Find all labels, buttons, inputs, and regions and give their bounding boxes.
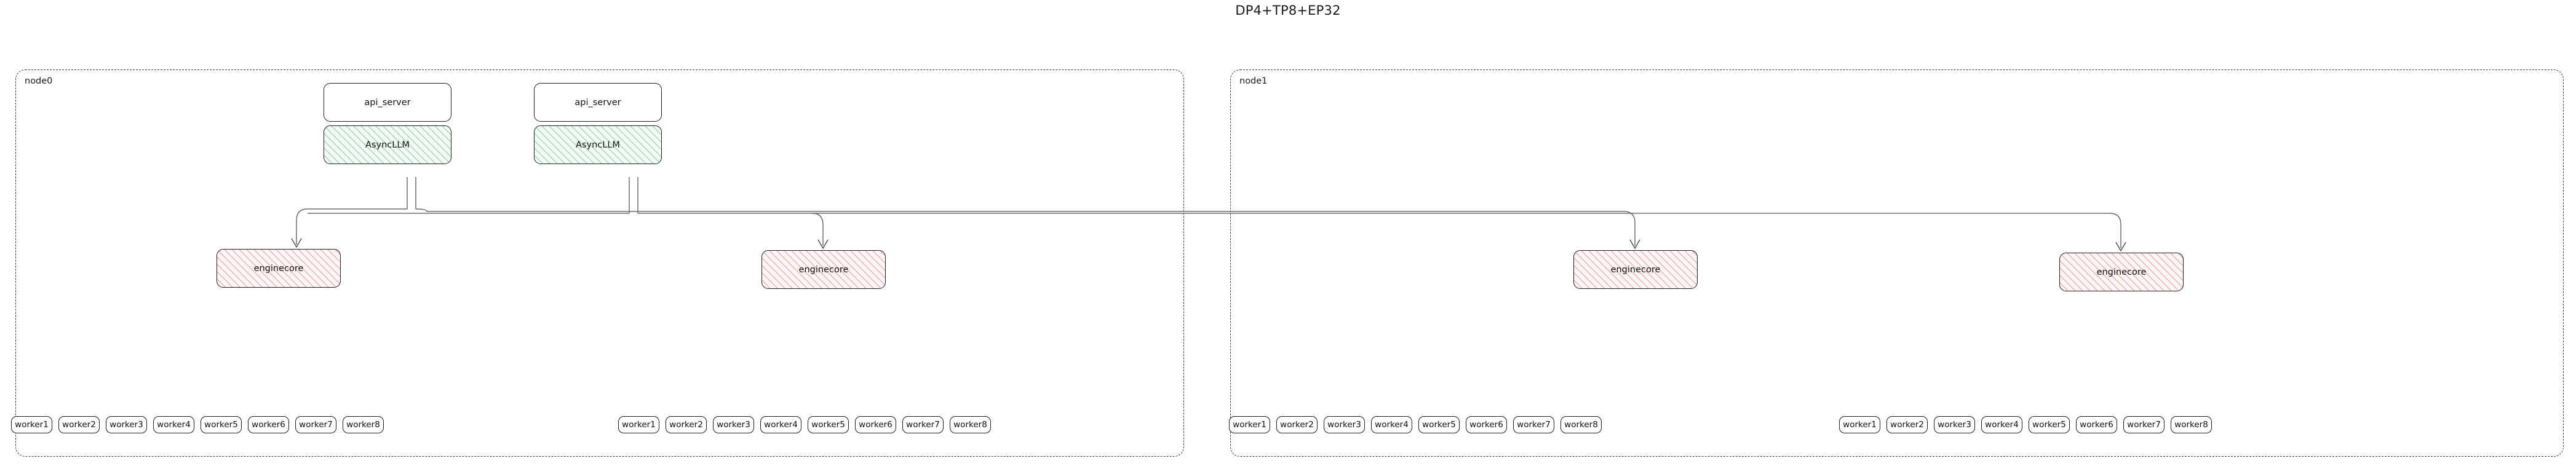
worker-chip[interactable]: worker1 [618, 416, 659, 433]
worker-label: worker2 [669, 420, 703, 430]
node-label-node0: node0 [25, 76, 53, 86]
worker-chip[interactable]: worker2 [666, 416, 707, 433]
asyncllm-label-1: AsyncLLM [576, 140, 620, 150]
worker-chip[interactable]: worker5 [2029, 416, 2070, 433]
enginecore-box-1[interactable]: enginecore [761, 250, 886, 289]
worker-label: worker4 [1985, 420, 2019, 430]
worker-label: worker5 [204, 420, 238, 430]
asyncllm-label-0: AsyncLLM [365, 140, 410, 150]
enginecore-label-3: enginecore [2096, 267, 2147, 277]
worker-chip[interactable]: worker7 [1513, 416, 1554, 433]
enginecore-label-0: enginecore [253, 263, 304, 274]
node-label-node1: node1 [1239, 76, 1268, 86]
api-server-label-0: api_server [364, 97, 411, 108]
page-title: DP4+TP8+EP32 [1235, 3, 1341, 18]
worker-label: worker4 [157, 420, 191, 430]
worker-label: worker2 [1280, 420, 1314, 430]
worker-label: worker7 [1517, 420, 1551, 430]
worker-chip[interactable]: worker3 [1934, 416, 1975, 433]
worker-label: worker2 [62, 420, 96, 430]
worker-label: worker3 [1938, 420, 1971, 430]
worker-label: worker1 [1843, 420, 1877, 430]
worker-chip[interactable]: worker8 [950, 416, 991, 433]
worker-label: worker1 [15, 420, 49, 430]
enginecore-label-1: enginecore [798, 264, 849, 275]
worker-label: worker8 [953, 420, 987, 430]
worker-label: worker1 [1233, 420, 1266, 430]
worker-label: worker6 [2080, 420, 2113, 430]
api-server-box-0[interactable]: api_server [324, 83, 451, 122]
worker-chip[interactable]: worker2 [1276, 416, 1318, 433]
worker-chip[interactable]: worker2 [1886, 416, 1928, 433]
worker-chip[interactable]: worker5 [1418, 416, 1460, 433]
worker-chip[interactable]: worker7 [2123, 416, 2165, 433]
worker-chip[interactable]: worker1 [1229, 416, 1270, 433]
worker-chip[interactable]: worker6 [248, 416, 289, 433]
worker-chip[interactable]: worker6 [855, 416, 896, 433]
api-server-label-1: api_server [574, 97, 621, 108]
worker-chip[interactable]: worker8 [343, 416, 384, 433]
worker-chip[interactable]: worker4 [1371, 416, 1412, 433]
worker-chip[interactable]: worker6 [1466, 416, 1507, 433]
api-server-box-1[interactable]: api_server [534, 83, 662, 122]
worker-chip[interactable]: worker2 [58, 416, 100, 433]
worker-chip[interactable]: worker6 [2076, 416, 2117, 433]
node-container-node0: node0 [15, 69, 1184, 457]
enginecore-label-2: enginecore [1610, 264, 1661, 275]
enginecore-box-2[interactable]: enginecore [1573, 250, 1698, 289]
worker-chip[interactable]: worker4 [153, 416, 194, 433]
worker-chip[interactable]: worker8 [2171, 416, 2212, 433]
asyncllm-box-1[interactable]: AsyncLLM [534, 125, 662, 164]
worker-chip[interactable]: worker3 [1324, 416, 1365, 433]
worker-label: worker8 [2174, 420, 2208, 430]
worker-label: worker7 [906, 420, 940, 430]
worker-label: worker3 [1327, 420, 1361, 430]
worker-label: worker2 [1890, 420, 1924, 430]
worker-label: worker8 [1564, 420, 1598, 430]
worker-chip[interactable]: worker7 [902, 416, 944, 433]
enginecore-box-3[interactable]: enginecore [2059, 253, 2184, 291]
asyncllm-box-0[interactable]: AsyncLLM [324, 125, 451, 164]
worker-label: worker8 [346, 420, 380, 430]
worker-label: worker4 [1375, 420, 1409, 430]
worker-label: worker6 [1469, 420, 1503, 430]
worker-label: worker7 [299, 420, 333, 430]
worker-chip[interactable]: worker1 [1839, 416, 1880, 433]
worker-chip[interactable]: worker3 [713, 416, 754, 433]
worker-label: worker1 [622, 420, 656, 430]
worker-chip[interactable]: worker4 [760, 416, 801, 433]
worker-chip[interactable]: worker3 [106, 416, 147, 433]
node-container-node1: node1 [1230, 69, 2564, 457]
worker-chip[interactable]: worker7 [295, 416, 336, 433]
worker-chip[interactable]: worker8 [1560, 416, 1602, 433]
worker-label: worker3 [109, 420, 143, 430]
worker-chip[interactable]: worker4 [1981, 416, 2022, 433]
worker-label: worker5 [1422, 420, 1456, 430]
worker-label: worker5 [2032, 420, 2066, 430]
worker-label: worker5 [811, 420, 845, 430]
enginecore-box-0[interactable]: enginecore [217, 249, 341, 288]
worker-chip[interactable]: worker5 [201, 416, 242, 433]
worker-label: worker6 [252, 420, 285, 430]
worker-label: worker6 [859, 420, 892, 430]
worker-label: worker7 [2127, 420, 2161, 430]
worker-label: worker3 [717, 420, 750, 430]
worker-chip[interactable]: worker1 [11, 416, 52, 433]
worker-chip[interactable]: worker5 [808, 416, 849, 433]
worker-label: worker4 [764, 420, 798, 430]
